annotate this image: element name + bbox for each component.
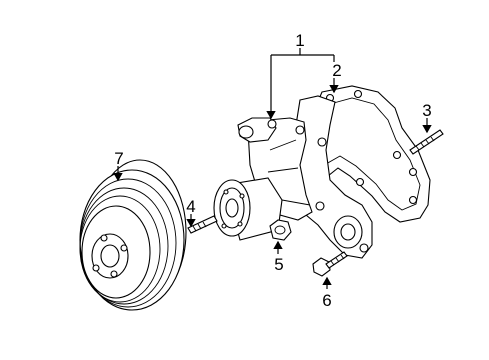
bolt (312, 251, 348, 277)
callout-2: 2 (332, 61, 341, 80)
callout-5: 5 (274, 255, 283, 274)
callout-4: 4 (186, 197, 195, 216)
callout-6: 6 (322, 291, 331, 310)
callout-7: 7 (114, 149, 123, 168)
water-pump (213, 95, 373, 259)
callout-3: 3 (422, 101, 431, 120)
leader-lines (113, 48, 432, 289)
callout-1: 1 (295, 31, 304, 50)
stud (409, 129, 444, 155)
stud-small (187, 215, 218, 234)
nut (269, 219, 292, 241)
pulley (79, 159, 187, 311)
